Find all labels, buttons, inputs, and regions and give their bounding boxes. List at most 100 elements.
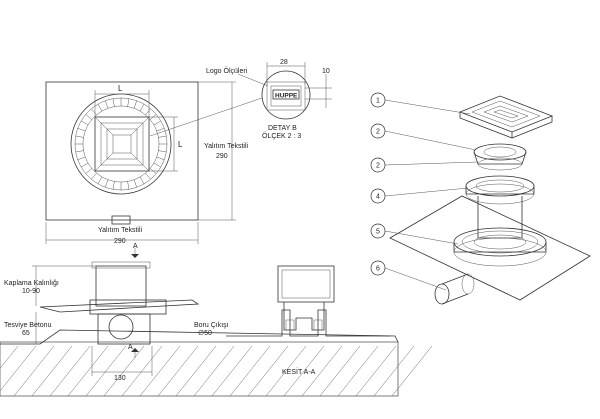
callout-leader <box>384 161 479 166</box>
coating-label: Kaplama Kalınlığı <box>4 280 59 287</box>
flange-outer-ring <box>70 93 172 195</box>
callout-number: 5 <box>376 229 380 236</box>
callout-leader <box>384 99 471 115</box>
flange-rib <box>145 108 151 116</box>
grate-top <box>94 116 150 172</box>
hatch-line <box>211 345 253 397</box>
callout-leader <box>384 267 447 291</box>
drain-lower-body <box>97 313 151 345</box>
exploded-grate <box>458 95 554 139</box>
hatch-line <box>67 345 109 397</box>
exploded-pipe <box>434 273 475 305</box>
callout-circle <box>370 123 386 139</box>
screed-layer <box>0 329 399 345</box>
exploded-cap <box>473 143 527 171</box>
flange-rib <box>75 135 84 138</box>
callout-leader <box>384 230 459 245</box>
flange-inner-ring <box>74 97 168 191</box>
flange-rib <box>85 168 93 174</box>
flange-rib <box>97 104 103 112</box>
flange-rib <box>133 179 137 188</box>
dim-height-value: 290 <box>216 153 228 160</box>
hatch-line <box>121 345 163 397</box>
flange-rib <box>112 181 115 190</box>
flange-rib <box>139 104 145 112</box>
screed-value: 65 <box>22 330 30 337</box>
flange-rib <box>81 120 89 126</box>
pipe-value: ∅50 <box>198 330 212 337</box>
concrete-slab <box>0 341 399 397</box>
detail-scale: ÖLÇEK 2 : 3 <box>262 132 301 140</box>
logo-detail: Logo Ölçüleri HUPPE 28 10 DETAY B ÖLÇEK … <box>206 59 332 140</box>
coating-range: 10-90 <box>22 288 40 295</box>
concrete-hatching <box>0 345 433 397</box>
callout-circle <box>370 223 386 239</box>
flange-rib <box>91 108 97 116</box>
detail-title: DETAY B <box>268 125 297 132</box>
flange-rib <box>81 162 89 168</box>
dim-L-top: L <box>118 84 123 93</box>
hatch-line <box>0 345 19 369</box>
hatch-line <box>103 345 145 397</box>
hatch-line <box>13 345 55 397</box>
callout-number: 4 <box>376 194 380 201</box>
hatch-line <box>355 345 397 397</box>
flange-rib <box>75 150 84 153</box>
callout-leader <box>384 187 469 197</box>
callout-number: 2 <box>376 163 380 170</box>
hatch-line <box>85 345 127 397</box>
flange-rib <box>127 98 130 107</box>
exploded-upper-body <box>465 175 535 239</box>
hatch-line <box>373 345 415 397</box>
hatch-line <box>391 345 433 397</box>
flange-rib <box>91 172 97 180</box>
flange-rib <box>77 128 86 132</box>
callout-number: 6 <box>376 266 380 273</box>
flange-ribs <box>75 98 167 190</box>
membrane <box>39 299 200 313</box>
flange-rib <box>77 156 86 160</box>
hatch-line <box>229 345 271 397</box>
section-title: KESİT A-A <box>282 367 316 376</box>
flange-rib <box>158 135 167 138</box>
flange-rib <box>127 181 130 190</box>
section-aa <box>226 265 390 337</box>
callout-circle <box>370 92 386 108</box>
hatch-line <box>193 345 235 397</box>
logo-text: HUPPE <box>275 93 298 100</box>
logo-title: Logo Ölçüleri <box>206 67 248 75</box>
flange-rib <box>156 128 165 132</box>
callout-number: 2 <box>376 129 380 136</box>
flange-rib <box>97 176 103 184</box>
dim-width-value: 290 <box>114 238 126 245</box>
flange-rib <box>153 120 161 126</box>
hatch-line <box>0 345 37 392</box>
logo-plate <box>272 89 300 100</box>
hatch-line <box>49 345 91 397</box>
hatch-line <box>283 345 325 397</box>
section-marker-bottom: A <box>128 344 133 351</box>
hatch-line <box>337 345 379 397</box>
pipe-stub <box>111 215 131 225</box>
flange-rib <box>85 114 93 120</box>
dim-130: 130 <box>114 375 126 382</box>
insulation-square <box>45 81 199 221</box>
dim-L-side: L <box>178 140 183 149</box>
flange-rib <box>105 179 109 188</box>
flange-rib <box>105 100 109 109</box>
hatch-line <box>265 345 307 397</box>
callout-circle <box>370 157 386 173</box>
dim-28: 28 <box>280 59 288 66</box>
hatch-line <box>31 345 73 397</box>
pipe-label: Boru Çıkışı <box>194 322 229 329</box>
hatch-line <box>139 345 181 397</box>
hatch-line <box>157 345 199 397</box>
callout-circle <box>370 188 386 204</box>
drain-upper-body <box>95 265 147 307</box>
hatch-line <box>175 345 217 397</box>
exploded-lower-body <box>453 227 547 267</box>
flange-rib <box>133 100 137 109</box>
dim-width-label: Yalıtım Tekstili <box>98 227 143 234</box>
